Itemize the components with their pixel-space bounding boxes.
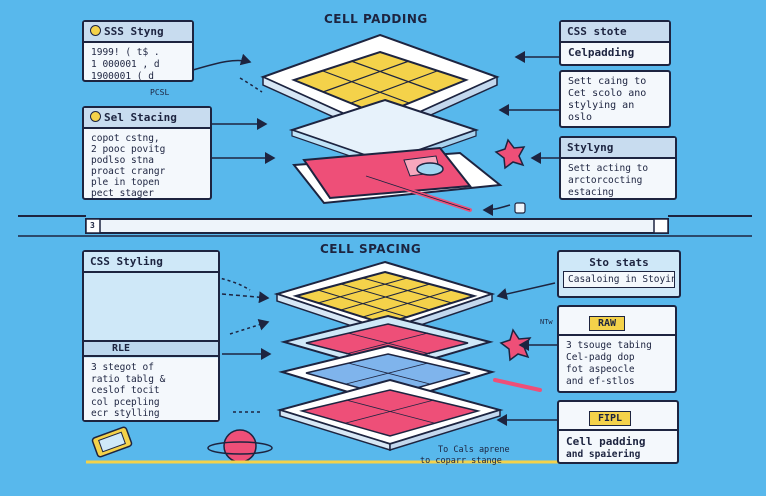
card-styling: Stylyng Sett acting to arctorcocting est…: [559, 136, 677, 200]
divider-label-left: 3: [90, 221, 95, 230]
circle-badge-icon: [90, 25, 101, 36]
syntax-line-3: 1900001 ( d: [91, 71, 154, 82]
card-css-stote-header: CSS stote: [561, 22, 669, 43]
card-css-styling: CSS Styling RLE 3 stegot of ratio tablg …: [82, 250, 220, 422]
card-set-spacing: Sel Stacing copot cstng, 2 pooc povitg p…: [82, 106, 212, 200]
small-mouse-icon: [514, 202, 526, 214]
arrows-top: [192, 51, 559, 216]
card-styling-header: Stylyng: [561, 138, 675, 159]
padding-layer-bottom: [292, 146, 503, 212]
card-set-spacing-header: Sel Stacing: [104, 111, 177, 124]
set-spacing-line-6: pect stager: [91, 188, 154, 199]
set-caing-line-3: stylying an: [568, 100, 635, 111]
card-raw: RAW 3 tsouge tabing Cel-padg dop fot asp…: [557, 305, 677, 393]
card-css-syntax: SSS Styng 1999! ( t$ . 1 000001 , d 1900…: [82, 20, 194, 82]
phone-icon: [91, 426, 133, 458]
caption-line-2: to coparr stange: [420, 456, 502, 466]
set-spacing-line-3: podlso stna: [91, 155, 154, 166]
styling-line-2: arctorcocting: [568, 175, 643, 186]
cell-padding-title: CELL PADDING: [324, 12, 428, 26]
raw-line-2: Cel-padg dop: [566, 352, 635, 363]
set-caing-line-4: oslo: [568, 112, 593, 123]
raw-line-1: 3 tsouge tabing: [566, 340, 652, 351]
css-styling-line-2: ratio tablg &: [91, 373, 166, 385]
fipl-line-1: Cell padding: [566, 435, 646, 448]
css-styling-line-1: 3 stegot of: [91, 362, 154, 373]
card-css-stote: CSS stote Celpadding: [559, 20, 671, 66]
fipl-tag: FIPL: [589, 411, 632, 426]
css-styling-line-4: col pcepling: [91, 396, 160, 408]
card-sto-stats: Sto stats Casaloing in Stoying: [557, 250, 681, 298]
raw-line-3: fot aspeocle: [566, 364, 635, 375]
set-spacing-line-1: copot cstng,: [91, 133, 160, 144]
fipl-line-2: and spaiering: [566, 449, 641, 460]
card-css-styling-header: CSS Styling: [84, 252, 218, 273]
arrows-bottom: [209, 275, 557, 426]
css-styling-line-5: ecr stylling: [91, 408, 160, 419]
set-spacing-line-2: 2 pooc povitg: [91, 144, 166, 155]
section-divider: [18, 215, 752, 237]
styling-line-3: estacing: [568, 187, 614, 198]
syntax-line-2: 1 000001 , d: [91, 59, 160, 70]
card-sto-stats-value: Casaloing in Stoying: [563, 271, 675, 288]
pink-star-bottom: [499, 328, 532, 362]
card-fipl: FIPL Cell padding and spaiering: [557, 400, 679, 464]
card-css-styling-subheader: RLE: [84, 340, 218, 357]
spacing-layer-4: [276, 378, 504, 452]
set-caing-line-1: Sett caing to: [568, 76, 647, 87]
spacing-layer-2: [280, 314, 494, 374]
card-css-syntax-header: SSS Styng: [104, 25, 164, 38]
card-css-stote-value: Celpadding: [568, 46, 635, 59]
ntw-mark: NTw: [540, 318, 553, 326]
pcsl-footnote: PCSL: [150, 88, 170, 97]
planet-icon: [207, 429, 273, 463]
raw-tag: RAW: [589, 316, 626, 331]
caption-line-1: To Cals aprene: [438, 445, 510, 455]
cell-spacing-title: CELL SPACING: [320, 242, 422, 256]
card-sto-stats-header: Sto stats: [589, 256, 649, 269]
circle-badge-icon: [90, 111, 101, 122]
set-spacing-line-4: proact crangr: [91, 166, 166, 177]
set-spacing-line-5: ple in topen: [91, 177, 160, 188]
set-caing-line-2: Cet scolo ano: [568, 88, 647, 99]
raw-line-4: and ef-stlos: [566, 376, 635, 387]
card-set-caing: Sett caing to Cet scolo ano stylying an …: [559, 70, 671, 128]
css-styling-line-3: ceslof tocit: [91, 385, 160, 396]
syntax-line-1: 1999! ( t$ .: [91, 47, 160, 58]
styling-line-1: Sett acting to: [568, 163, 649, 174]
pink-star-top: [494, 138, 526, 170]
